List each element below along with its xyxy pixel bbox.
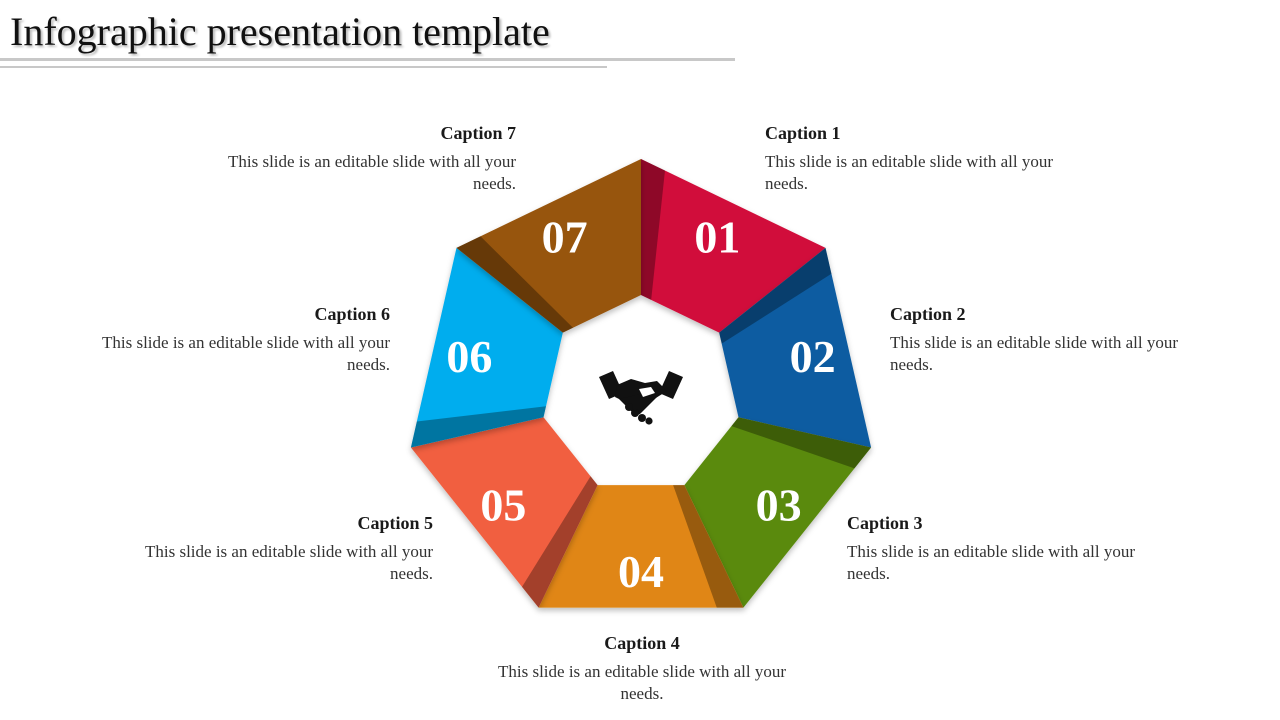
caption-body: This slide is an editable slide with all… xyxy=(847,542,1136,583)
caption-block-4: Caption 4 This slide is an editable slide… xyxy=(492,631,792,705)
segment-02: 02 xyxy=(719,247,872,448)
segment-03: 03 xyxy=(684,417,872,608)
caption-block-1: Caption 1 This slide is an editable slide… xyxy=(765,121,1065,195)
segment-number: 01 xyxy=(694,211,740,262)
caption-heading: Caption 2 xyxy=(890,304,966,324)
caption-body: This slide is an editable slide with all… xyxy=(890,333,1179,374)
caption-heading: Caption 7 xyxy=(440,123,516,143)
caption-block-6: Caption 6 This slide is an editable slide… xyxy=(90,302,390,376)
segment-shape-01 xyxy=(641,159,826,333)
segment-number: 04 xyxy=(618,546,664,597)
caption-block-2: Caption 2 This slide is an editable slide… xyxy=(890,302,1190,376)
caption-heading: Caption 1 xyxy=(765,123,841,143)
caption-body: This slide is an editable slide with all… xyxy=(101,333,390,374)
caption-body: This slide is an editable slide with all… xyxy=(144,542,433,583)
segment-fold-shadow xyxy=(719,247,832,344)
slide-title: Infographic presentation template xyxy=(10,9,550,54)
segment-number: 07 xyxy=(542,211,588,262)
caption-heading: Caption 3 xyxy=(847,513,923,533)
caption-heading: Caption 5 xyxy=(357,513,433,533)
segment-fold-shadow xyxy=(641,159,665,300)
caption-block-7: Caption 7 This slide is an editable slide… xyxy=(216,121,516,195)
segment-shape-04 xyxy=(538,485,744,608)
caption-body: This slide is an editable slide with all… xyxy=(765,152,1054,193)
title-underline-secondary xyxy=(0,66,607,68)
segment-07: 07 xyxy=(456,159,641,333)
segment-01: 01 xyxy=(641,159,826,333)
segment-fold-shadow xyxy=(410,406,547,448)
segment-fold-shadow xyxy=(673,485,744,608)
segment-shape-07 xyxy=(456,159,641,333)
segment-fold-shadow xyxy=(731,417,872,469)
segment-06: 06 xyxy=(410,247,563,448)
caption-body: This slide is an editable slide with all… xyxy=(227,152,516,193)
caption-block-5: Caption 5 This slide is an editable slide… xyxy=(133,511,433,585)
title-underline xyxy=(0,58,735,61)
segment-04: 04 xyxy=(538,485,744,608)
segment-fold-shadow xyxy=(522,476,598,608)
caption-block-3: Caption 3 This slide is an editable slide… xyxy=(847,511,1147,585)
segment-05: 05 xyxy=(410,417,598,608)
segment-number: 02 xyxy=(790,331,836,382)
segment-number: 03 xyxy=(756,480,802,531)
segment-shape-02 xyxy=(719,247,872,448)
segment-shape-03 xyxy=(684,417,872,608)
caption-heading: Caption 4 xyxy=(604,633,680,653)
segment-shape-05 xyxy=(410,417,598,608)
handshake-icon xyxy=(599,371,683,425)
caption-body: This slide is an editable slide with all… xyxy=(497,662,786,703)
segment-shape-06 xyxy=(410,247,563,448)
segment-fold-shadow xyxy=(456,236,573,333)
segment-number: 06 xyxy=(446,331,492,382)
segment-number: 05 xyxy=(480,480,526,531)
caption-heading: Caption 6 xyxy=(314,304,390,324)
